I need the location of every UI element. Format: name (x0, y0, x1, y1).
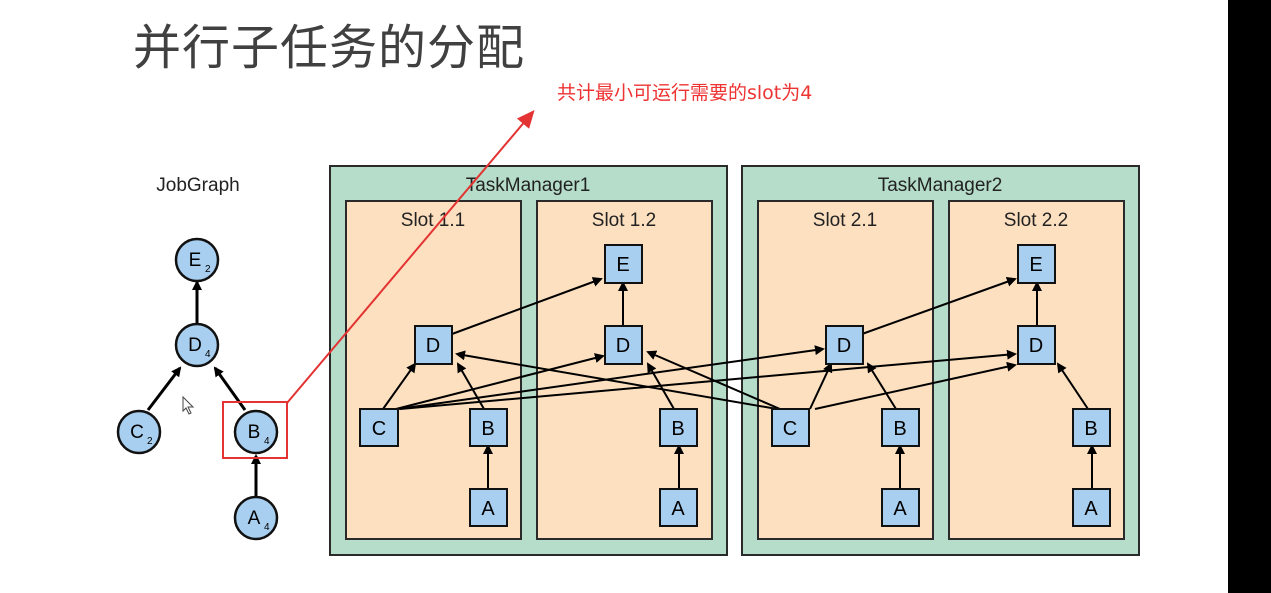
edge-c-d (397, 345, 825, 410)
edge-c-d (399, 349, 1017, 410)
slot-label: Slot 2.1 (813, 210, 877, 231)
jobgraph-node-e: E 2 (174, 237, 220, 283)
task-node-c: C (359, 408, 399, 447)
task-node-d: D (825, 325, 864, 365)
svg-text:B: B (1084, 418, 1097, 440)
task-node-b: B (659, 408, 698, 447)
slot-label: Slot 1.2 (592, 210, 656, 231)
task-node-d: D (1017, 325, 1056, 365)
svg-text:B: B (481, 418, 494, 440)
task-node-a: A (469, 488, 508, 527)
jobgraph-edges (146, 280, 261, 496)
svg-text:B: B (671, 418, 684, 440)
edge-c-d (646, 350, 781, 410)
svg-text:C: C (372, 418, 386, 440)
svg-text:A: A (1084, 498, 1098, 520)
edge-b-d (1056, 362, 1089, 410)
svg-text:E: E (1029, 254, 1042, 276)
slide-title: 并行子任务的分配 (133, 20, 526, 76)
node-name: A (248, 508, 261, 529)
node-parallelism: 2 (147, 436, 153, 447)
node-parallelism: 4 (205, 349, 211, 360)
edge-c-d (809, 362, 833, 410)
svg-text:D: D (837, 335, 851, 357)
edge-c-d (382, 362, 417, 410)
svg-text:B: B (893, 418, 906, 440)
jobgraph-node-c: C 2 (116, 409, 162, 455)
node-name: E (189, 250, 202, 271)
task-node-a: A (881, 488, 920, 527)
taskmanager-label: TaskManager1 (466, 175, 591, 196)
svg-text:A: A (481, 498, 495, 520)
task-node-c: C (771, 408, 810, 447)
edge-d-e (861, 277, 1017, 335)
task-nodes: D C B A E D B A D C B A E D B A (359, 244, 1111, 527)
node-parallelism: 2 (205, 264, 211, 275)
side-strip (1228, 0, 1271, 593)
task-node-e: E (604, 244, 643, 284)
svg-text:D: D (616, 335, 630, 357)
task-node-e: E (1017, 244, 1056, 284)
svg-text:A: A (671, 498, 685, 520)
jobgraph-node-b: B 4 (233, 409, 279, 455)
jobgraph-label: JobGraph (156, 175, 239, 196)
mouse-pointer-icon (182, 395, 195, 415)
jobgraph-node-d: D 4 (174, 322, 220, 368)
annotation-text: 共计最小可运行需要的slot为4 (557, 82, 813, 104)
edge-d-e (451, 277, 603, 335)
svg-text:D: D (426, 335, 440, 357)
task-node-d: D (604, 325, 643, 365)
parallel-task-diagram: JobGraph E 2 D 4 C 2 B 4 A (116, 109, 1140, 556)
taskmanager-label: TaskManager2 (878, 175, 1003, 196)
highlight-box (222, 401, 288, 459)
node-parallelism: 4 (264, 522, 270, 533)
jobgraph-edge-b-d (213, 366, 247, 411)
slot-label: Slot 1.1 (401, 210, 465, 231)
task-node-b: B (1072, 408, 1111, 447)
jobgraph: JobGraph E 2 D 4 C 2 B 4 A (116, 175, 288, 541)
task-edges (382, 277, 1097, 489)
svg-text:E: E (616, 254, 629, 276)
jobgraph-node-a: A 4 (233, 495, 279, 541)
node-name: B (248, 422, 261, 443)
node-parallelism: 4 (264, 436, 270, 447)
task-node-b: B (881, 408, 920, 447)
edge-c-d (395, 353, 605, 410)
edge-c-d (814, 361, 1017, 410)
svg-text:D: D (1029, 335, 1043, 357)
svg-text:A: A (893, 498, 907, 520)
task-node-a: A (1072, 488, 1111, 527)
edge-c-d (455, 350, 778, 410)
annotation-arrow (286, 109, 535, 404)
jobgraph-edge-c-d (146, 366, 182, 411)
task-node-b: B (469, 408, 508, 447)
node-name: C (130, 422, 144, 443)
node-name: D (188, 335, 202, 356)
slot-label: Slot 2.2 (1004, 210, 1068, 231)
edge-b-d (866, 362, 897, 410)
svg-text:C: C (783, 418, 797, 440)
task-node-a: A (659, 488, 698, 527)
task-node-d: D (414, 325, 453, 365)
slot-1-1: Slot 1.1 (345, 200, 522, 540)
